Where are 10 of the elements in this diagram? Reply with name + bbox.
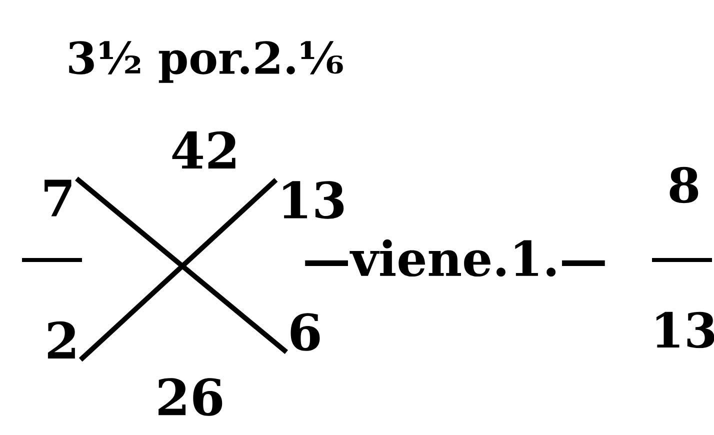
number: 2 [48,321,75,359]
number: 7 [44,180,72,216]
text: 3½ por.2.⅙ [69,41,343,83]
text: 13 [656,312,714,348]
text: 8 [670,166,698,204]
text: 42 [172,131,236,169]
text: —viene.1.— [305,239,605,277]
number: 6 [290,313,320,351]
number: 13 [283,181,344,219]
text: 26 [158,378,222,416]
